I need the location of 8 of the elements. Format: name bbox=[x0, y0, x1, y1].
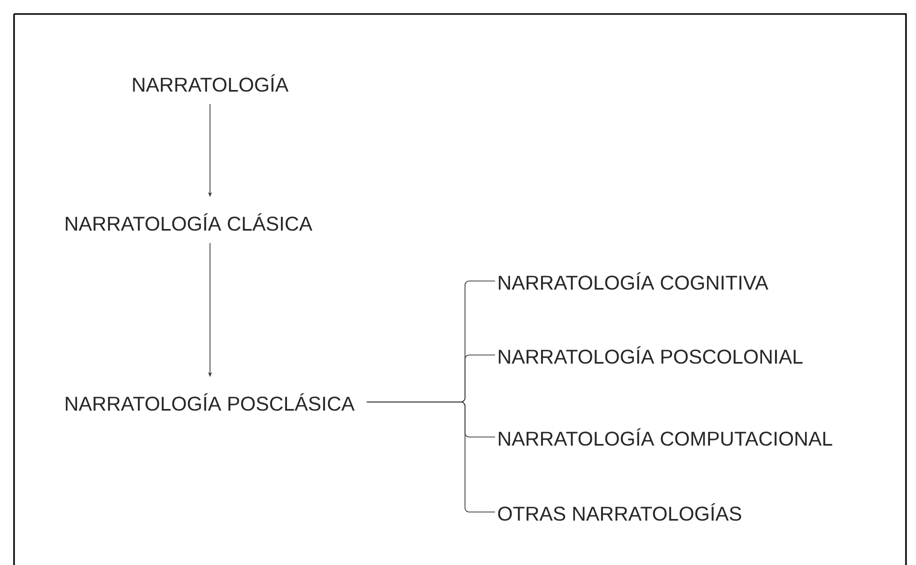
node-label: NARRATOLOGÍA bbox=[133, 74, 288, 92]
node-label: NARRATOLOGÍA COGNITIVA bbox=[498, 272, 768, 290]
node-label: NARRATOLOGÍA POSCOLONIAL bbox=[498, 346, 803, 364]
node-label: NARRATOLOGÍA CLÁSICA bbox=[66, 213, 312, 231]
bracket-line bbox=[366, 402, 496, 512]
node-label: NARRATOLOGÍA COMPUTACIONAL bbox=[498, 428, 832, 446]
node-label: OTRAS NARRATOLOGÍAS bbox=[498, 503, 742, 521]
node-label: NARRATOLOGÍA POSCLÁSICA bbox=[66, 393, 355, 411]
